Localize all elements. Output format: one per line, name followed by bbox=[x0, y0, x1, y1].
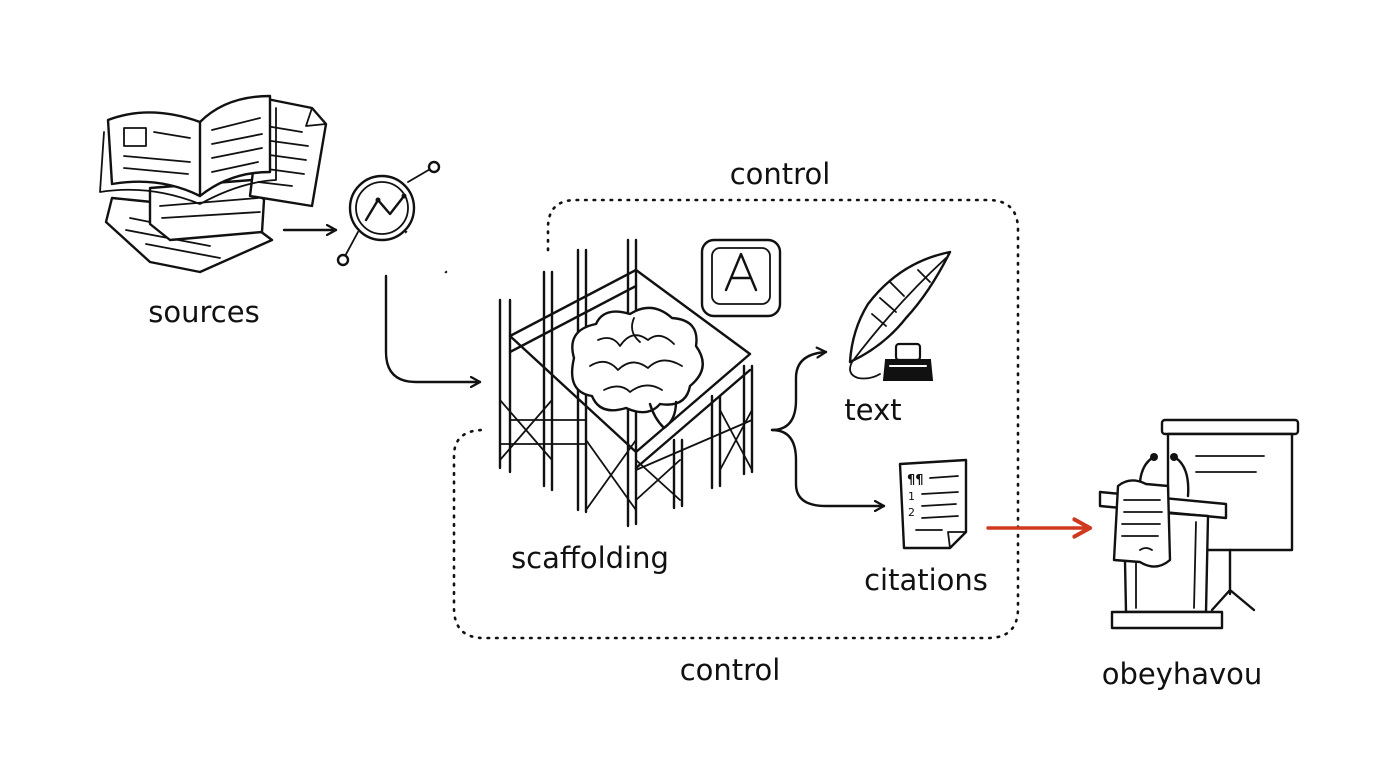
arrow-to-citations bbox=[770, 428, 886, 506]
letter-a-key-icon bbox=[700, 238, 782, 318]
control-boundary bbox=[452, 198, 1020, 640]
podium-presentation-icon bbox=[1098, 418, 1300, 630]
quill-inkwell-icon bbox=[848, 250, 952, 381]
output-label: obeyhavou bbox=[1102, 657, 1263, 691]
svg-text:¶¶: ¶¶ bbox=[907, 473, 924, 488]
sources-label: sources bbox=[148, 295, 259, 329]
text-label: text bbox=[844, 393, 901, 427]
numbered-document-icon: ¶¶ 1 2 bbox=[898, 458, 968, 550]
arrow-to-text bbox=[770, 352, 828, 432]
books-and-papers-icon bbox=[99, 94, 328, 274]
svg-text:2: 2 bbox=[908, 506, 915, 519]
scaffolding-label: scaffolding bbox=[511, 541, 669, 575]
control-bottom-label: control bbox=[680, 653, 781, 687]
citations-label: citations bbox=[864, 563, 988, 597]
magnifier-chart-icon bbox=[336, 160, 448, 274]
svg-text:1: 1 bbox=[908, 490, 915, 503]
scaffold-brain-icon bbox=[498, 238, 754, 528]
control-top-label: control bbox=[730, 157, 831, 191]
arrow-analysis-to-scaffolding bbox=[384, 274, 482, 382]
